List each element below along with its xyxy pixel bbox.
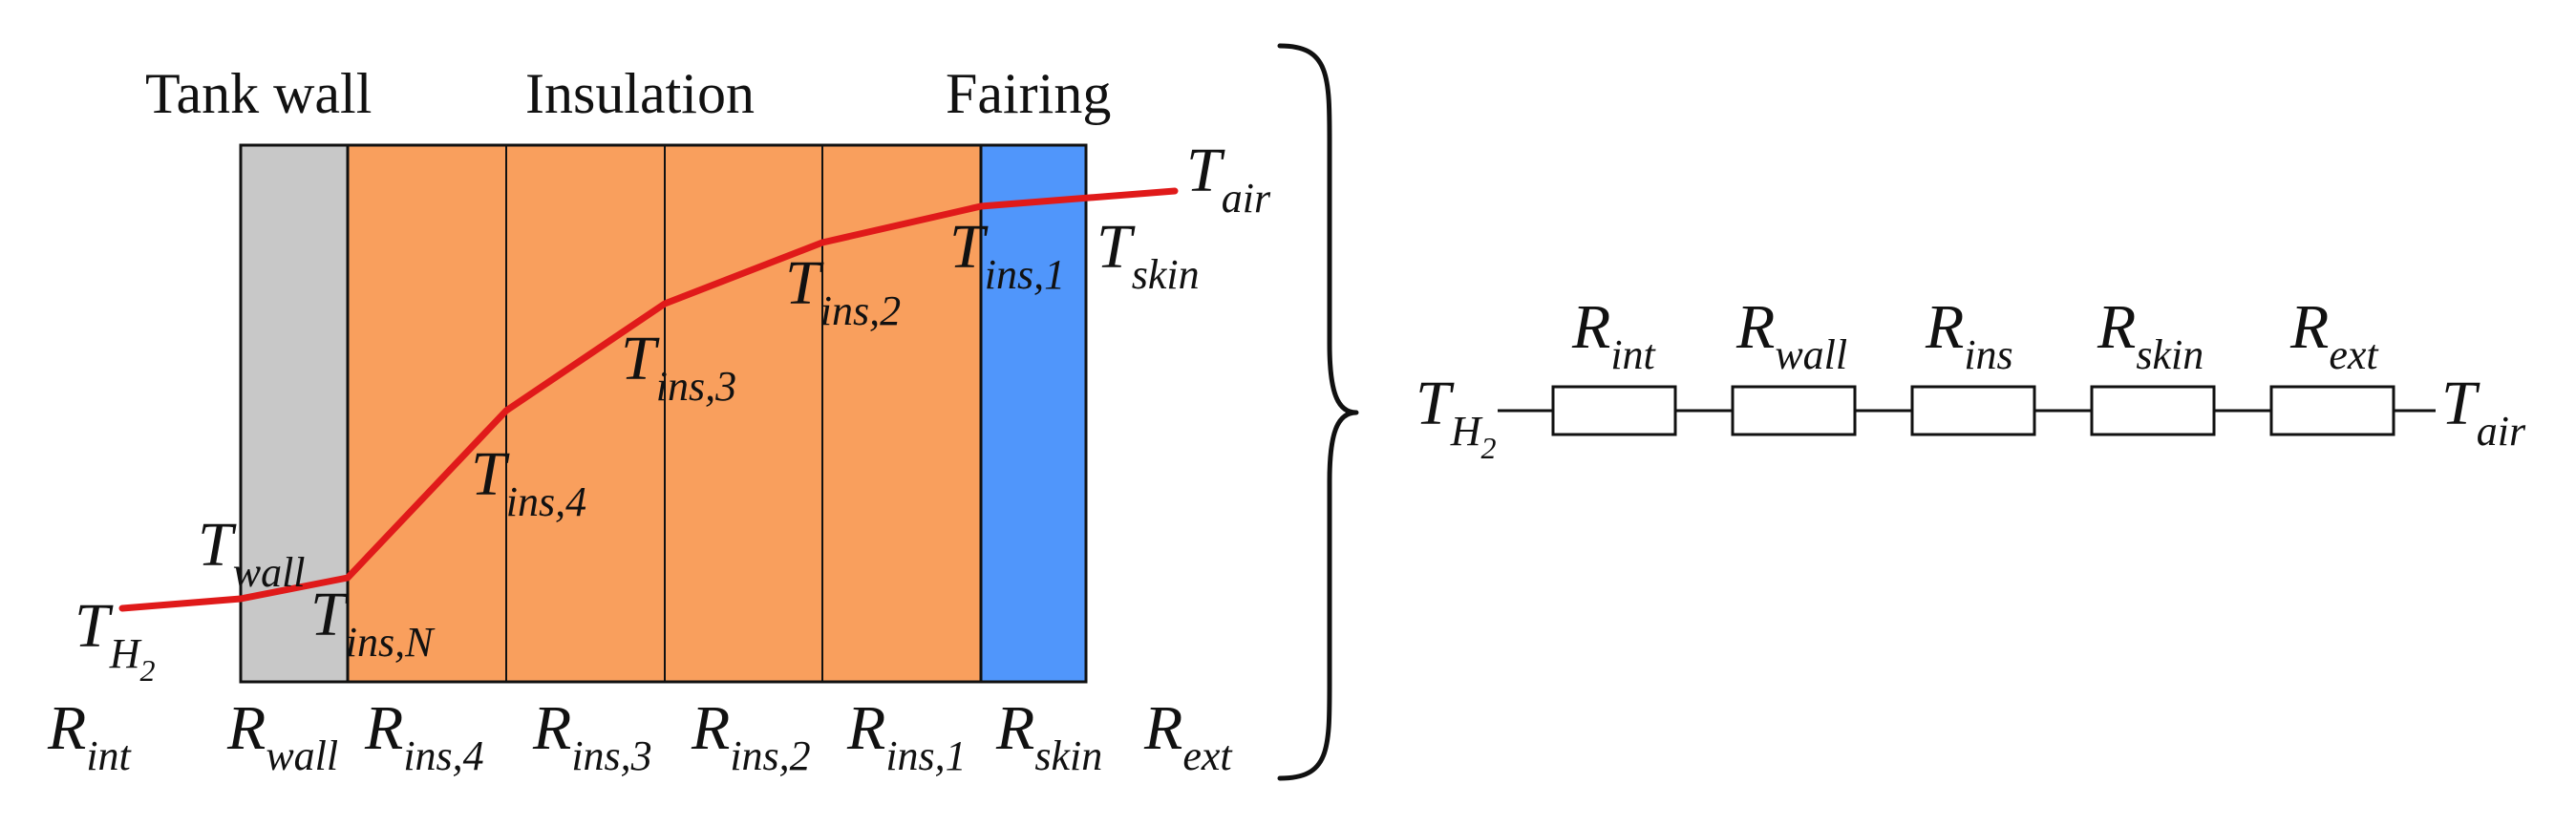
temp-label-h2: TH2 xyxy=(75,591,156,688)
layer-blocks xyxy=(239,143,1088,684)
temp-label-wall: Twall xyxy=(198,510,306,596)
resistor-wall xyxy=(1731,385,1857,436)
curly-brace xyxy=(1277,43,1359,781)
temp-label-ins-n: Tins,N xyxy=(310,580,436,666)
resistance-label-ins-2: Rins,2 xyxy=(691,693,811,779)
resistance-label-wall: Rwall xyxy=(226,693,338,779)
temp-label-ins-4: Tins,4 xyxy=(471,439,586,525)
resistor-label-wall: Rwall xyxy=(1735,292,1847,378)
resistor-skin xyxy=(2090,385,2216,436)
resistance-label-ins-4: Rins,4 xyxy=(364,693,484,779)
resistor-label-int: Rint xyxy=(1571,292,1657,378)
series-circuit: TH2 Tair Rint Rwall Rins Rskin Rext xyxy=(1416,292,2526,465)
resistance-label-ins-1: Rins,1 xyxy=(846,693,967,779)
temp-label-ins-1: Tins,1 xyxy=(949,212,1065,298)
temp-label-ins-2: Tins,2 xyxy=(785,248,901,334)
fairing-header: Fairing xyxy=(946,62,1111,125)
resistor-ins xyxy=(1910,385,2036,436)
resistor-label-ext: Rext xyxy=(2289,292,2379,378)
layers-outline xyxy=(239,143,1088,684)
resistor-label-skin: Rskin xyxy=(2097,292,2203,378)
circuit-label-left: TH2 xyxy=(1416,369,1497,465)
temp-label-ins-3: Tins,3 xyxy=(621,324,736,410)
fairing-layer xyxy=(981,145,1086,682)
resistor-label-ins: Rins xyxy=(1925,292,2013,378)
resistance-label-ins-3: Rins,3 xyxy=(532,693,652,779)
tank-wall-header: Tank wall xyxy=(145,62,372,125)
circuit-label-right: Tair xyxy=(2441,369,2526,455)
resistance-label-skin: Rskin xyxy=(995,693,1102,779)
temp-label-skin: Tskin xyxy=(1096,212,1200,298)
resistance-label-int: Rint xyxy=(47,693,133,779)
resistor-int xyxy=(1551,385,1677,436)
temperature-profile-line xyxy=(118,187,1179,612)
resistance-label-ext: Rext xyxy=(1143,693,1233,779)
resistor-ext xyxy=(2269,385,2395,436)
insulation-header: Insulation xyxy=(525,62,755,125)
temp-label-air: Tair xyxy=(1186,136,1271,222)
